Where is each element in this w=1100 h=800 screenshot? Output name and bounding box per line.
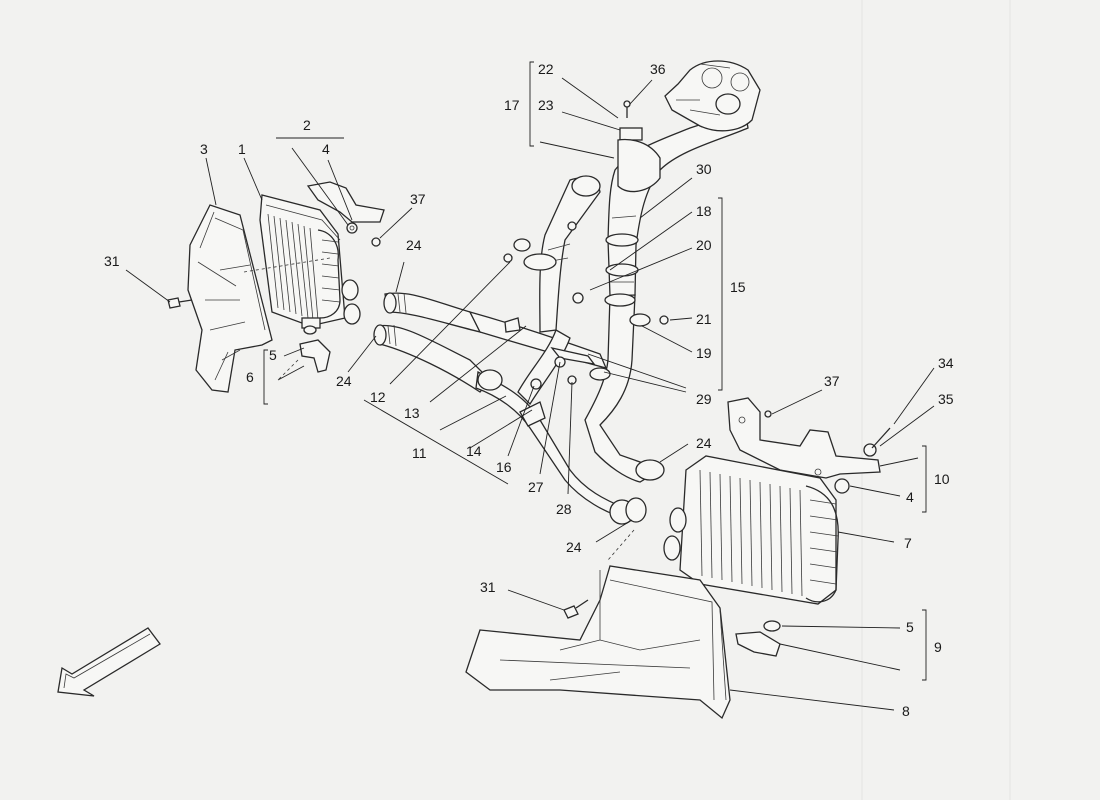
callout-18: 18 <box>696 203 712 219</box>
callout-16: 16 <box>496 459 512 475</box>
callout-31-left: 31 <box>104 253 120 269</box>
callout-29: 29 <box>696 391 712 407</box>
callout-14: 14 <box>466 443 482 459</box>
callout-34: 34 <box>938 355 954 371</box>
callout-5-right: 5 <box>906 619 914 635</box>
callout-19: 19 <box>696 345 712 361</box>
callout-2: 2 <box>303 117 311 133</box>
right-lower-bracket <box>735 620 781 657</box>
callout-35: 35 <box>938 391 954 407</box>
left-intercooler <box>259 194 361 329</box>
right-intercooler <box>663 455 839 605</box>
callout-8: 8 <box>902 703 910 719</box>
callout-1: 1 <box>238 141 246 157</box>
callout-24-lower: 24 <box>336 373 352 389</box>
bolt-31-right <box>563 599 589 619</box>
callout-31-right: 31 <box>480 579 496 595</box>
callout-37-right: 37 <box>824 373 840 389</box>
callout-4-upper-left: 4 <box>322 141 330 157</box>
callout-37-left: 37 <box>410 191 426 207</box>
callout-36: 36 <box>650 61 666 77</box>
right-upper-bracket <box>727 397 891 494</box>
callout-17: 17 <box>504 97 520 113</box>
callout-21: 21 <box>696 311 712 327</box>
callout-23: 23 <box>538 97 554 113</box>
callout-28: 28 <box>556 501 572 517</box>
callout-3: 3 <box>200 141 208 157</box>
callout-15: 15 <box>730 279 746 295</box>
hose-24-upper-left <box>383 292 482 333</box>
callout-6: 6 <box>246 369 254 385</box>
callout-20: 20 <box>696 237 712 253</box>
callout-5-left: 5 <box>269 347 277 363</box>
bolt-31-left <box>167 297 193 309</box>
callout-30: 30 <box>696 161 712 177</box>
callout-9: 9 <box>934 639 942 655</box>
left-lower-bracket <box>299 325 331 373</box>
callout-22: 22 <box>538 61 554 77</box>
leader-lines <box>125 61 935 711</box>
right-air-duct <box>465 565 731 720</box>
callout-11: 11 <box>412 445 427 461</box>
left-riser-pipe <box>503 175 601 406</box>
callout-labels: 3 1 2 4 37 31 24 5 6 24 12 13 11 14 16 2… <box>104 61 954 719</box>
callout-27: 27 <box>528 479 544 495</box>
turbocharger <box>617 60 761 193</box>
callout-10: 10 <box>934 471 950 487</box>
callout-13: 13 <box>404 405 420 421</box>
callout-7: 7 <box>904 535 912 551</box>
left-air-duct <box>187 204 273 393</box>
callout-24-right-lower: 24 <box>566 539 582 555</box>
callout-12: 12 <box>370 389 386 405</box>
callout-24-right-upper: 24 <box>696 435 712 451</box>
callout-4-right: 4 <box>906 489 914 505</box>
front-direction-arrow <box>57 627 161 697</box>
callout-24-upper: 24 <box>406 237 422 253</box>
small-fittings <box>504 317 611 427</box>
